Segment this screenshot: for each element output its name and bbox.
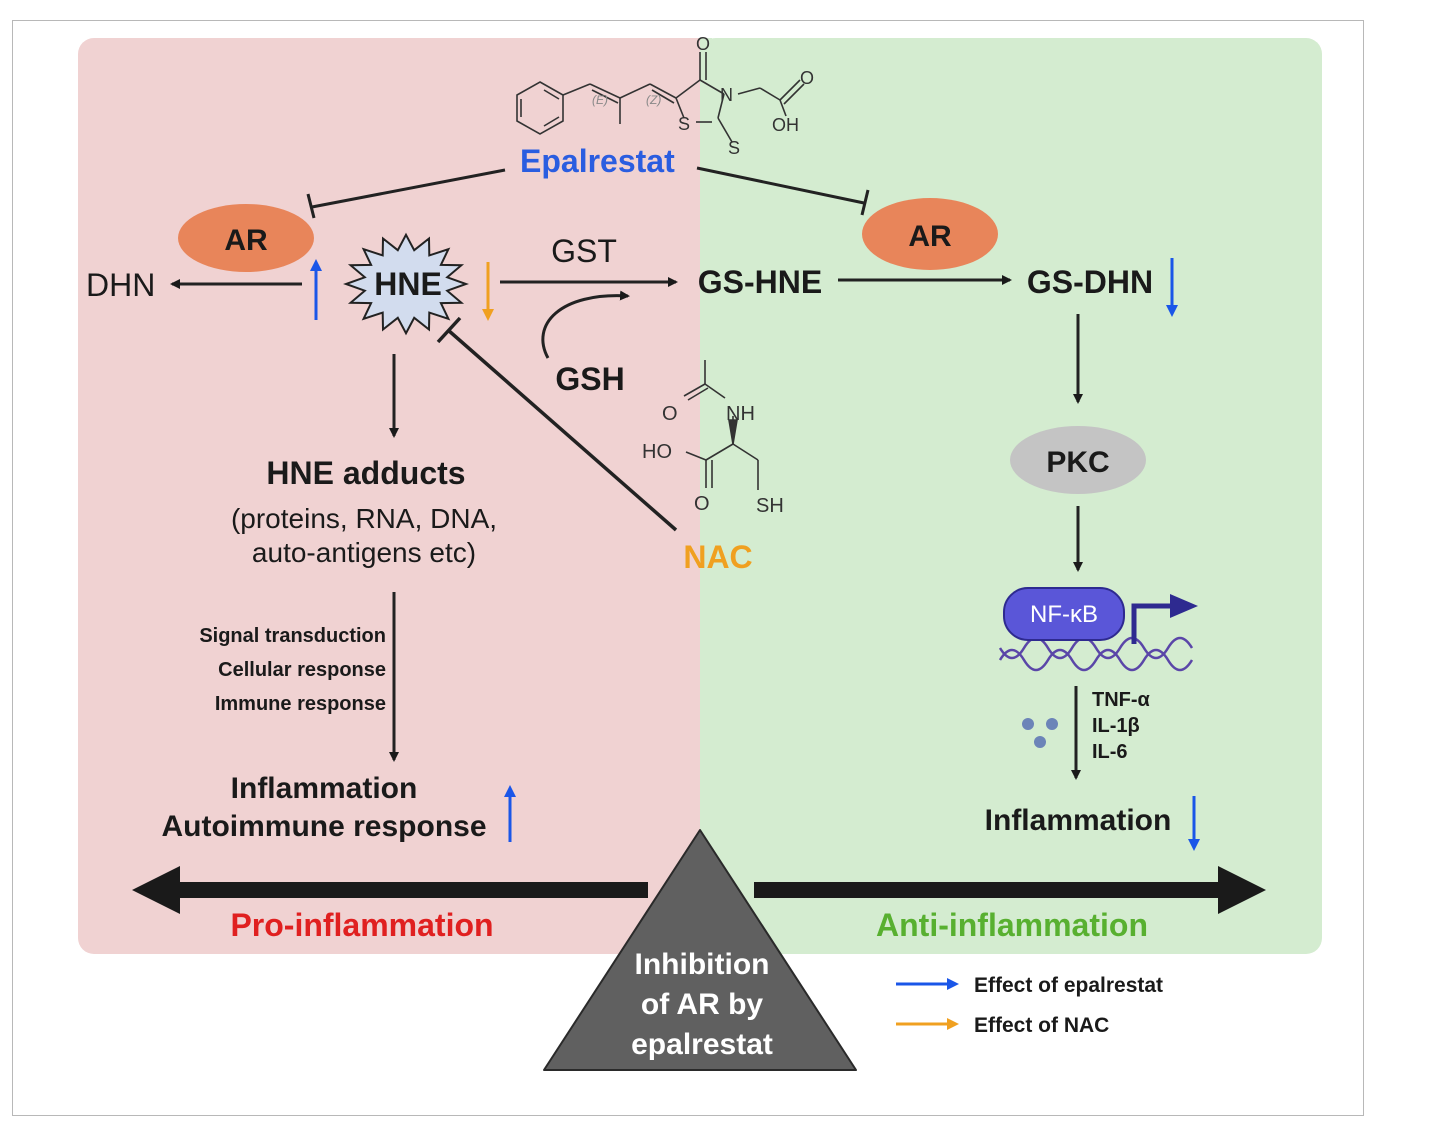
nfkb-label: NF-κB	[1030, 601, 1098, 628]
cellular-response-label: Cellular response	[218, 659, 386, 681]
panel-seam-right	[700, 38, 712, 954]
nac-atom-o1: O	[662, 403, 678, 425]
nac-atom-sh: SH	[756, 495, 784, 517]
gst-label: GST	[551, 233, 617, 269]
epalrestat-label: Epalrestat	[520, 143, 675, 179]
anti-arrow-shaft	[754, 882, 1220, 898]
epalrestat-structure	[516, 52, 805, 143]
pro-arrow-head	[132, 866, 180, 914]
atom-oh: OH	[772, 115, 799, 135]
nac-inhibits-hne	[436, 316, 678, 532]
gsh-curved-arrow	[541, 290, 630, 359]
right-inflammation-label: Inflammation	[985, 804, 1172, 837]
immune-response-label: Immune response	[215, 693, 386, 715]
hne-adducts-line1: (proteins, RNA, DNA,	[231, 503, 497, 534]
atom-s-ring: S	[678, 114, 690, 134]
atom-o-top: O	[696, 34, 710, 54]
ar-right-oval	[862, 198, 998, 270]
nac-label: NAC	[683, 539, 752, 575]
fulcrum-triangle	[543, 829, 857, 1071]
left-inflammation-label: Inflammation	[231, 772, 418, 805]
ar-right-label: AR	[908, 220, 952, 253]
pkc-label: PKC	[1046, 446, 1109, 479]
cytokine-tnf: TNF-α	[1092, 689, 1151, 711]
stereo-z: (Z)	[646, 93, 661, 107]
legend-nac-label: Effect of NAC	[974, 1014, 1109, 1037]
pro-inflammation-label: Pro-inflammation	[230, 907, 493, 943]
hne-adducts-line2: auto-antigens etc)	[252, 537, 476, 568]
gs-dhn-label: GS-DHN	[1027, 264, 1153, 300]
nac-atom-nh: NH	[726, 403, 755, 425]
pro-arrow-shaft	[172, 882, 648, 898]
nac-atom-ho: HO	[642, 441, 672, 463]
gsh-label: GSH	[555, 361, 624, 397]
ar-left-oval	[178, 204, 314, 272]
anti-inflammation-panel	[700, 38, 1322, 954]
fulcrum-line3: epalrestat	[631, 1028, 773, 1061]
nfkb-box	[1003, 587, 1125, 641]
epalrestat-inhibition-left	[306, 168, 506, 219]
autoimmune-response-label: Autoimmune response	[161, 810, 486, 843]
cytokine-il1b: IL-1β	[1092, 715, 1140, 737]
legend-epalrestat-label: Effect of epalrestat	[974, 974, 1163, 997]
nac-structure	[683, 360, 759, 490]
fulcrum-line1: Inhibition	[635, 948, 770, 981]
gs-hne-label: GS-HNE	[698, 264, 822, 300]
transcription-arrow-stem	[1131, 603, 1172, 644]
hne-label: HNE	[374, 266, 442, 302]
atom-o-right: O	[800, 68, 814, 88]
hne-star	[343, 232, 469, 336]
cytokine-dots	[1022, 718, 1058, 748]
ar-left-label: AR	[224, 224, 268, 257]
cytokine-il6: IL-6	[1092, 741, 1128, 763]
transcription-arrow-head	[1170, 594, 1198, 618]
hne-adducts-title: HNE adducts	[266, 455, 465, 491]
atom-s-thione: S	[728, 138, 740, 158]
anti-arrow-head	[1218, 866, 1266, 914]
nac-atom-o2: O	[694, 493, 710, 515]
epalrestat-inhibition-right	[696, 166, 870, 216]
signal-transduction-label: Signal transduction	[199, 625, 386, 647]
anti-inflammation-label: Anti-inflammation	[876, 907, 1148, 943]
atom-n: N	[720, 85, 733, 105]
nac-structure-labels: O NH HO O SH	[642, 403, 784, 517]
dhn-label: DHN	[86, 267, 155, 303]
fulcrum-line2: of AR by	[641, 988, 764, 1021]
pkc-oval	[1010, 426, 1146, 494]
epalrestat-structure-labels: O O OH N S S (E) (Z)	[592, 34, 814, 158]
stereo-e: (E)	[592, 93, 608, 107]
